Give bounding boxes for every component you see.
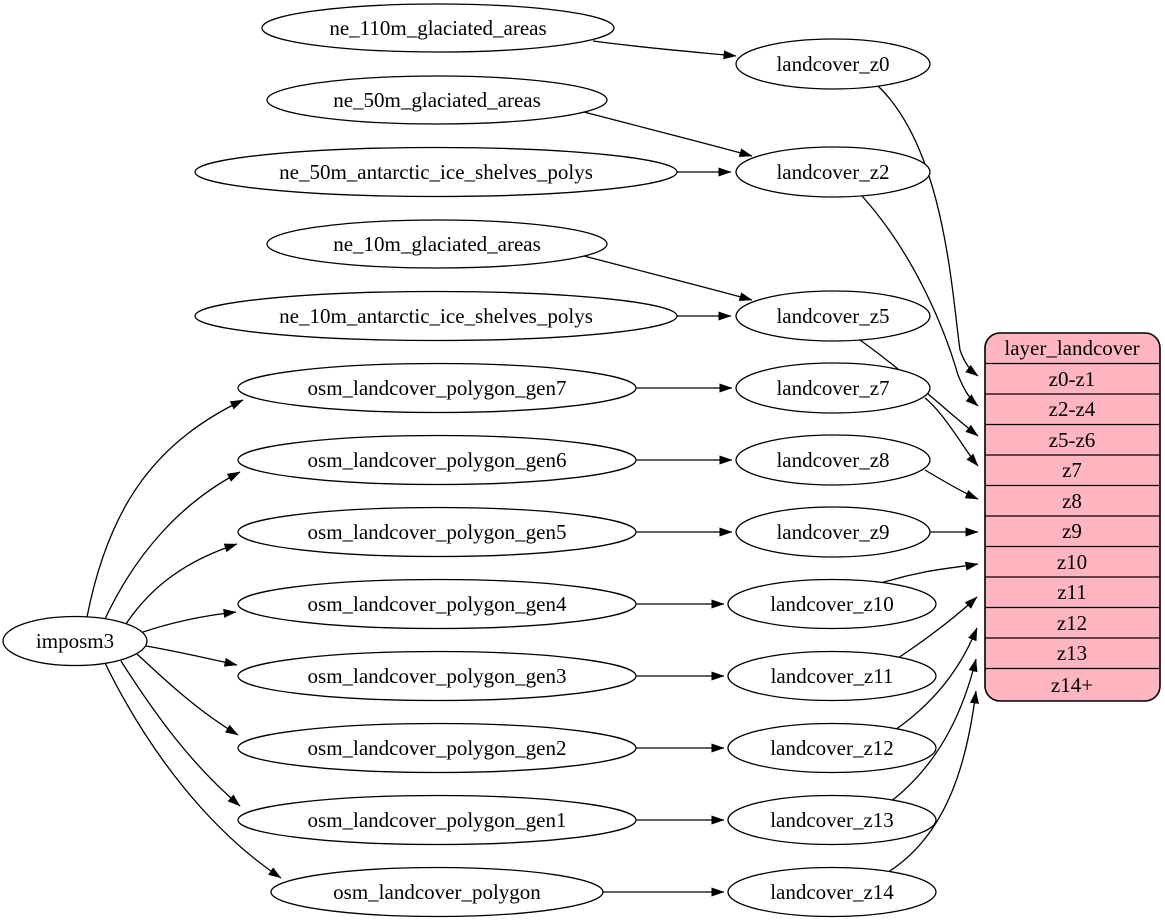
table-row-z9: z9: [1062, 519, 1082, 543]
node-landcover_z5: landcover_z5: [735, 290, 931, 342]
edge-imposm3-to-osm_landcover_polygon_gen7: [86, 399, 244, 618]
edge-landcover_z14-to-row-z14: [884, 690, 979, 875]
table-row-z5-z6: z5-z6: [1049, 428, 1096, 452]
node-label: imposm3: [36, 629, 114, 653]
node-ne_110m_glaciated_areas: ne_110m_glaciated_areas: [261, 3, 615, 53]
node-landcover_z14: landcover_z14: [727, 866, 937, 918]
node-osm_landcover_polygon_gen5: osm_landcover_polygon_gen5: [237, 506, 637, 558]
node-label: ne_10m_glaciated_areas: [333, 232, 541, 256]
edge-imposm3-to-osm_landcover_polygon_gen4: [142, 608, 237, 633]
table-title: layer_landcover: [1004, 336, 1139, 360]
node-label: landcover_z7: [776, 376, 889, 400]
table-row-z10: z10: [1057, 550, 1087, 574]
node-label: osm_landcover_polygon_gen7: [308, 376, 567, 400]
node-label: ne_10m_antarctic_ice_shelves_polys: [279, 304, 593, 328]
node-label: landcover_z0: [776, 52, 889, 76]
node-label: osm_landcover_polygon_gen1: [308, 808, 567, 832]
node-label: landcover_z14: [770, 880, 894, 904]
node-ne_10m_antarctic_ice_shelves_polys: ne_10m_antarctic_ice_shelves_polys: [194, 290, 678, 342]
node-label: landcover_z8: [776, 448, 889, 472]
node-label: osm_landcover_polygon_gen4: [308, 592, 567, 616]
edge-imposm3-to-osm_landcover_polygon_gen3: [145, 645, 238, 667]
node-osm_landcover_polygon_gen1: osm_landcover_polygon_gen1: [237, 794, 637, 846]
table-row-z13: z13: [1057, 641, 1087, 665]
node-label: osm_landcover_polygon_gen6: [308, 448, 567, 472]
node-label: landcover_z2: [776, 160, 889, 184]
node-landcover_z13: landcover_z13: [727, 794, 937, 846]
node-label: osm_landcover_polygon_gen2: [308, 736, 567, 760]
table-row-z7: z7: [1062, 458, 1082, 482]
edge-imposm3-to-osm_landcover_polygon_gen1: [120, 660, 241, 807]
node-ne_50m_glaciated_areas: ne_50m_glaciated_areas: [266, 75, 608, 125]
node-label: landcover_z12: [770, 736, 894, 760]
node-osm_landcover_polygon_gen4: osm_landcover_polygon_gen4: [237, 578, 637, 630]
node-landcover_z2: landcover_z2: [735, 146, 931, 198]
node-label: ne_110m_glaciated_areas: [329, 16, 546, 40]
node-label: ne_50m_glaciated_areas: [333, 88, 541, 112]
table-row-z14plus: z14+: [1051, 673, 1093, 697]
table-row-z2-z4: z2-z4: [1049, 397, 1096, 421]
table-row-z11: z11: [1057, 580, 1087, 604]
node-label: osm_landcover_polygon_gen5: [308, 520, 567, 544]
edge-imposm3-to-osm_landcover_polygon: [104, 662, 282, 879]
node-osm_landcover_polygon_gen7: osm_landcover_polygon_gen7: [237, 362, 637, 414]
node-osm_landcover_polygon_gen2: osm_landcover_polygon_gen2: [237, 722, 637, 774]
node-ne_50m_antarctic_ice_shelves_polys: ne_50m_antarctic_ice_shelves_polys: [194, 146, 678, 198]
edge-landcover_z8-to-row-z8: [924, 469, 979, 500]
node-landcover_z11: landcover_z11: [727, 650, 937, 702]
node-landcover_z12: landcover_z12: [727, 722, 937, 774]
node-landcover_z0: landcover_z0: [735, 38, 931, 90]
node-label: landcover_z11: [771, 664, 894, 688]
edge-ne_10m_glaciated_areas-to-landcover_z5: [583, 255, 753, 302]
edge-imposm3-to-osm_landcover_polygon_gen2: [136, 653, 239, 736]
edge-ne_110m_glaciated_areas-to-landcover_z0: [592, 40, 737, 60]
node-label: landcover_z5: [776, 304, 889, 328]
edge-ne_50m_glaciated_areas-to-landcover_z2: [583, 111, 753, 158]
node-landcover_z10: landcover_z10: [727, 578, 937, 630]
node-landcover_z8: landcover_z8: [735, 434, 931, 486]
node-osm_landcover_polygon_gen3: osm_landcover_polygon_gen3: [237, 650, 637, 702]
node-imposm3: imposm3: [2, 615, 148, 667]
node-label: landcover_z9: [776, 520, 889, 544]
edge-landcover_z13-to-row-z13: [889, 658, 978, 803]
node-label: landcover_z13: [770, 808, 894, 832]
table-row-z0-z1: z0-z1: [1049, 367, 1096, 391]
node-label: ne_50m_antarctic_ice_shelves_polys: [279, 160, 593, 184]
edge-landcover_z11-to-row-z11: [897, 596, 978, 659]
edge-landcover_z7-to-row-z7: [924, 397, 979, 467]
table-row-z8: z8: [1062, 489, 1082, 513]
table-layer-landcover: layer_landcover z0-z1 z2-z4 z5-z6 z7 z8 …: [984, 332, 1161, 702]
node-landcover_z9: landcover_z9: [735, 506, 931, 558]
node-label: osm_landcover_polygon_gen3: [308, 664, 567, 688]
node-label: landcover_z10: [770, 592, 894, 616]
node-label: osm_landcover_polygon: [333, 880, 541, 904]
node-landcover_z7: landcover_z7: [735, 362, 931, 414]
node-osm_landcover_polygon_gen6: osm_landcover_polygon_gen6: [237, 434, 637, 486]
edge-imposm3-to-osm_landcover_polygon_gen5: [125, 543, 238, 625]
edge-landcover_z10-to-row-z10: [877, 561, 979, 585]
table-row-z12: z12: [1057, 611, 1087, 635]
node-osm_landcover_polygon: osm_landcover_polygon: [270, 866, 604, 918]
node-ne_10m_glaciated_areas: ne_10m_glaciated_areas: [266, 219, 608, 269]
edge-landcover_z2-to-row-z2-z4: [861, 195, 979, 407]
edge-imposm3-to-osm_landcover_polygon_gen6: [104, 471, 241, 620]
edge-landcover_z0-to-row-z0-z1: [877, 85, 979, 377]
edge-landcover_z12-to-row-z12: [894, 627, 978, 731]
